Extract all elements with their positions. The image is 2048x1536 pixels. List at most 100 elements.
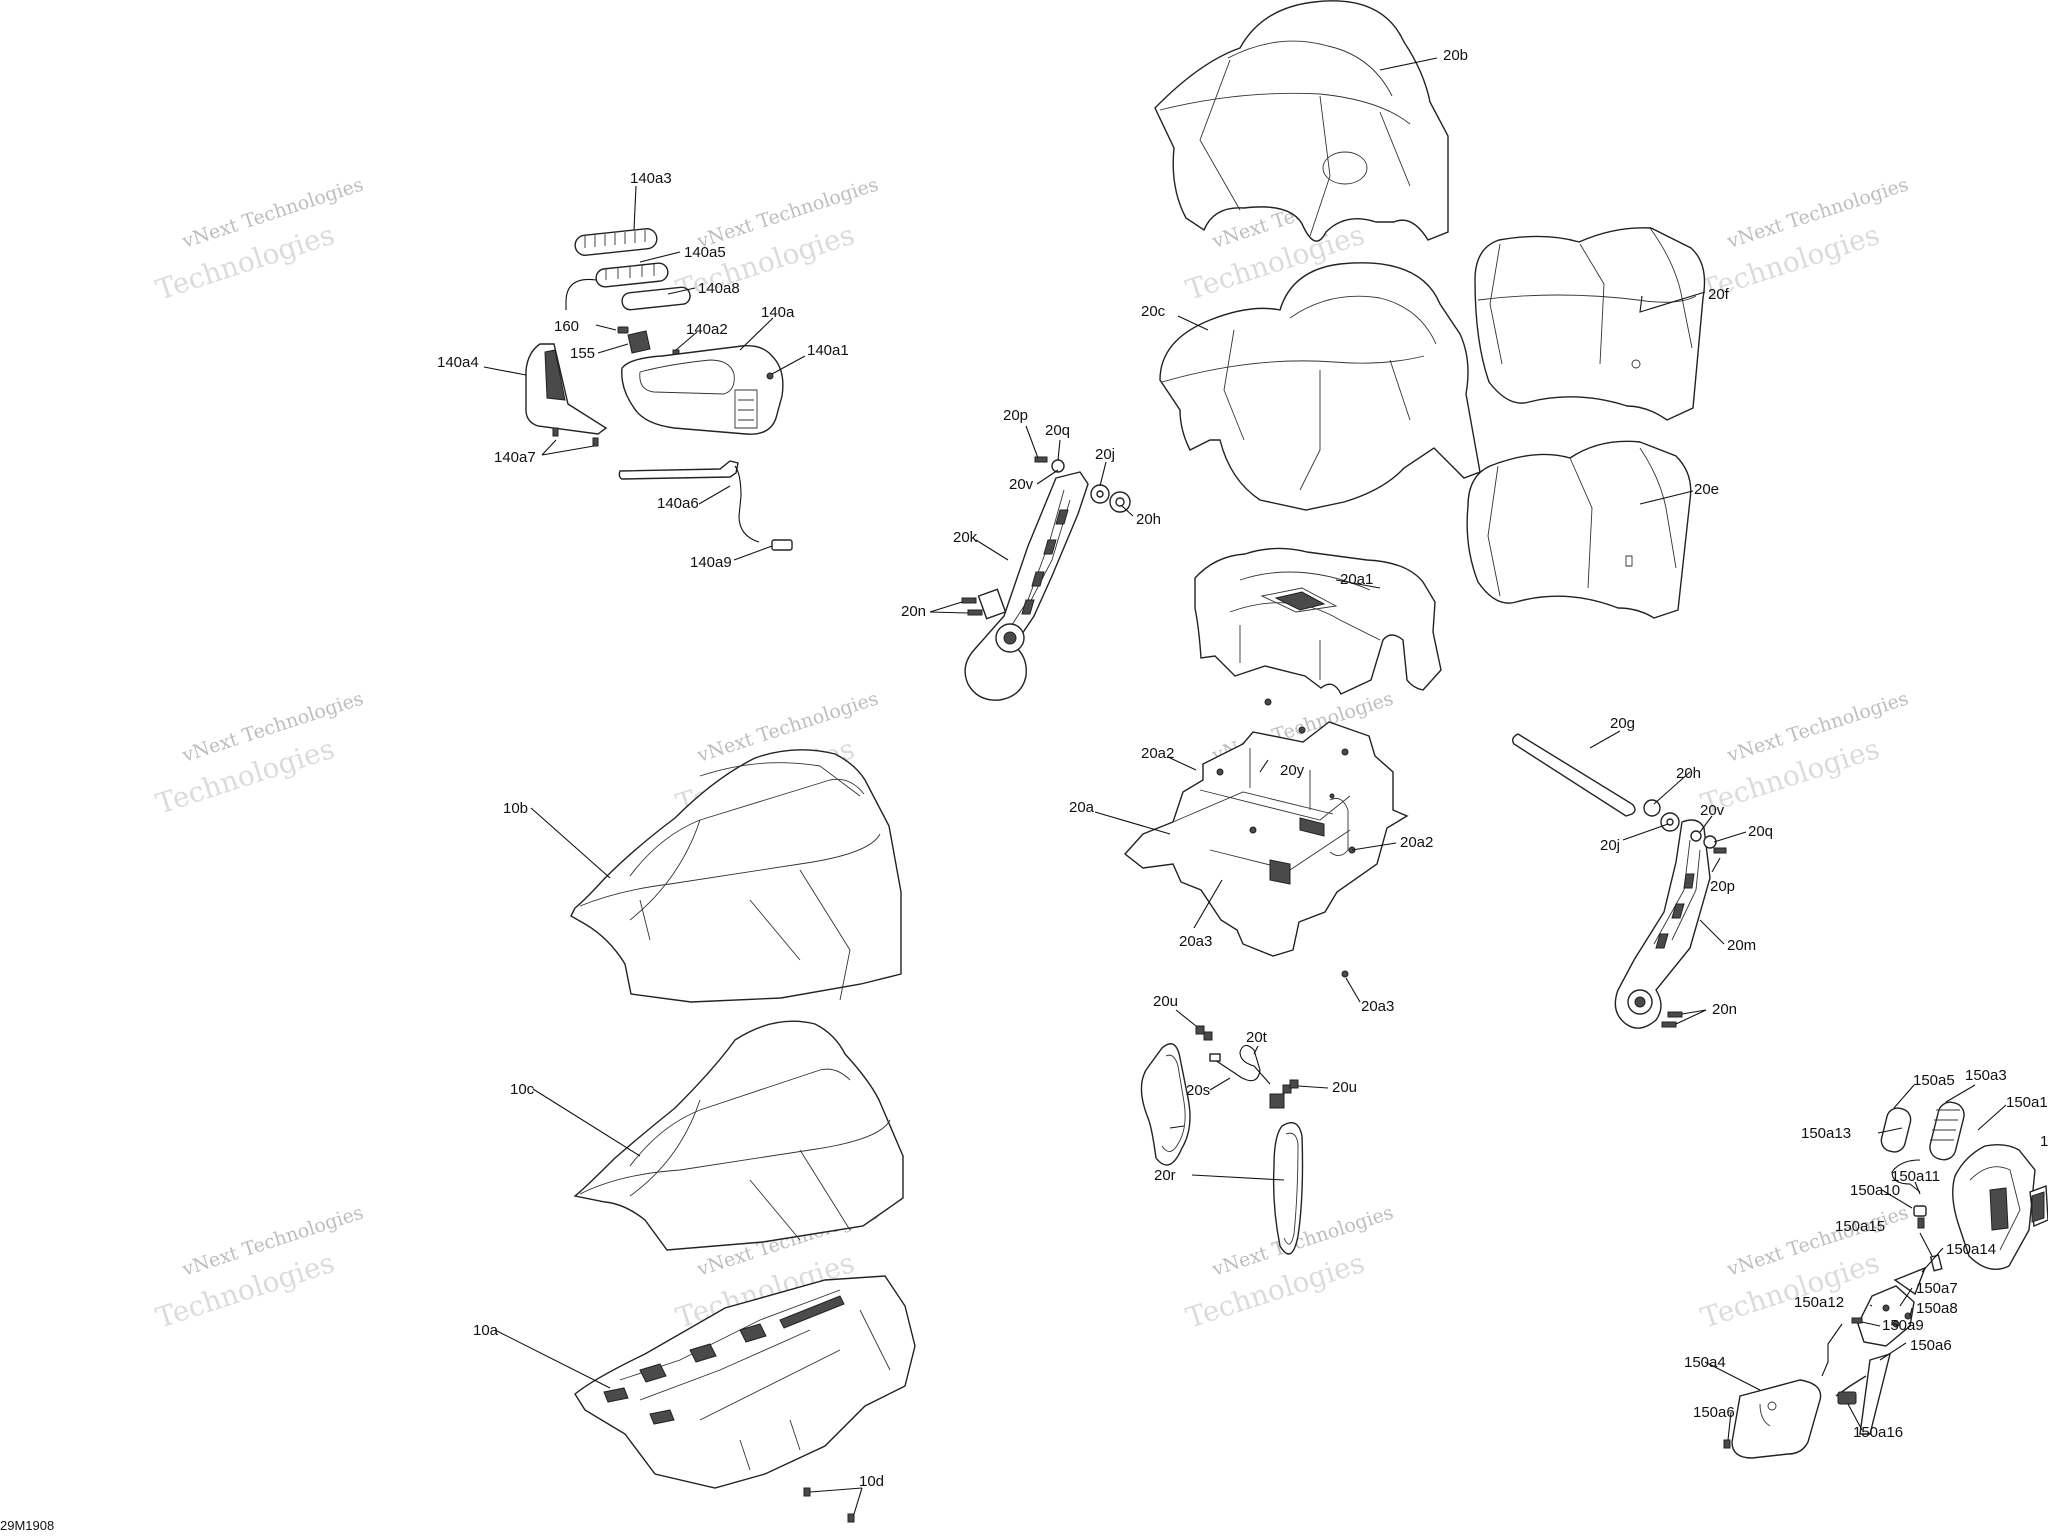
label-150a14: 150a14 bbox=[1946, 1241, 1996, 1258]
label-20r: 20r bbox=[1154, 1167, 1176, 1184]
backrest-pad-20f bbox=[1474, 227, 1706, 421]
backrest-frame-20a bbox=[1123, 721, 1409, 957]
label-140a5: 140a5 bbox=[684, 244, 726, 261]
label-150a7: 150a7 bbox=[1916, 1280, 1958, 1297]
washers-20h-20j bbox=[1643, 799, 1680, 832]
label-10c: 10c bbox=[510, 1081, 535, 1098]
label-1: 1 bbox=[2040, 1133, 2048, 1150]
clip-150a14 bbox=[1893, 1266, 1927, 1296]
hand-guard-150a1 bbox=[1952, 1143, 2036, 1270]
connector-150a16 bbox=[1837, 1391, 1857, 1405]
screws-140a7 bbox=[552, 427, 599, 447]
label-150a4: 150a4 bbox=[1684, 1354, 1726, 1371]
label-150a13: 150a13 bbox=[1801, 1125, 1851, 1142]
label-20h: 20h bbox=[1136, 511, 1161, 528]
label-20h-b: 20h bbox=[1676, 765, 1701, 782]
label-20e: 20e bbox=[1694, 481, 1719, 498]
seal-20r bbox=[1140, 1043, 1191, 1166]
group-20-parts bbox=[961, 0, 1727, 1255]
label-20j-b: 20j bbox=[1600, 837, 1620, 854]
reflector-140a4 bbox=[525, 343, 608, 435]
reflector-150a4 bbox=[1731, 1379, 1822, 1459]
seat-10c bbox=[573, 1020, 904, 1251]
label-20v: 20v bbox=[1009, 476, 1034, 493]
group-150-parts bbox=[1723, 1101, 2048, 1459]
label-20t: 20t bbox=[1246, 1029, 1268, 1046]
label-140a6: 140a6 bbox=[657, 495, 699, 512]
bolts-10d bbox=[803, 1487, 855, 1523]
label-20a1: 20a1 bbox=[1340, 571, 1373, 588]
label-150a3: 150a3 bbox=[1965, 1067, 2007, 1084]
label-20n: 20n bbox=[901, 603, 926, 620]
drawing-code: 29M1908 bbox=[0, 1518, 55, 1533]
connector-140a9 bbox=[771, 539, 793, 551]
label-20v-b: 20v bbox=[1700, 802, 1725, 819]
group-10-parts bbox=[570, 749, 916, 1523]
label-20a3: 20a3 bbox=[1179, 933, 1212, 950]
label-20s: 20s bbox=[1186, 1082, 1210, 1099]
label-20g: 20g bbox=[1610, 715, 1635, 732]
label-150a12: 150a12 bbox=[1794, 1294, 1844, 1311]
label-140a2: 140a2 bbox=[686, 321, 728, 338]
screw-140a1 bbox=[766, 372, 774, 380]
label-140a1: 140a1 bbox=[807, 342, 849, 359]
label-10d: 10d bbox=[859, 1473, 884, 1490]
part-labels: 140a3 140a5 140a8 160 155 140a2 140a 140… bbox=[437, 47, 2048, 1490]
screw-150a6 bbox=[1723, 1439, 1731, 1449]
label-140a9: 140a9 bbox=[690, 554, 732, 571]
label-20m: 20m bbox=[1727, 937, 1756, 954]
backrest-cover-20b bbox=[1154, 0, 1449, 242]
label-150a15: 150a15 bbox=[1835, 1218, 1885, 1235]
backrest-cushion-20c bbox=[1159, 262, 1481, 511]
wire-150a11 bbox=[1891, 1159, 1921, 1193]
label-150a9: 150a9 bbox=[1882, 1317, 1924, 1334]
label-20c: 20c bbox=[1141, 303, 1166, 320]
label-20b: 20b bbox=[1443, 47, 1468, 64]
screw-160 bbox=[617, 326, 629, 334]
label-10a: 10a bbox=[473, 1322, 499, 1339]
label-20p-b: 20p bbox=[1710, 878, 1735, 895]
grip-150a3 bbox=[1929, 1101, 1965, 1161]
leader-lines bbox=[483, 57, 2007, 1515]
label-10b: 10b bbox=[503, 800, 528, 817]
label-20p: 20p bbox=[1003, 407, 1028, 424]
backrest-arm-20m bbox=[1614, 819, 1711, 1029]
label-140a: 140a bbox=[761, 304, 795, 321]
label-20j: 20j bbox=[1095, 446, 1115, 463]
label-20y: 20y bbox=[1280, 762, 1305, 779]
switch-155 bbox=[627, 330, 651, 354]
label-20a3-b: 20a3 bbox=[1361, 998, 1394, 1015]
label-20a2-b: 20a2 bbox=[1400, 834, 1433, 851]
label-20k: 20k bbox=[953, 529, 978, 546]
bracket-150a7 bbox=[1857, 1285, 1915, 1347]
label-150a6: 150a6 bbox=[1910, 1337, 1952, 1354]
seat-base-10a bbox=[574, 1275, 916, 1489]
hand-guard-140a bbox=[621, 345, 784, 435]
label-160: 160 bbox=[554, 318, 579, 335]
label-20q: 20q bbox=[1045, 422, 1070, 439]
label-20f: 20f bbox=[1708, 286, 1730, 303]
grip-150a5 bbox=[1880, 1107, 1912, 1153]
label-150a16: 150a16 bbox=[1853, 1424, 1903, 1441]
backrest-pad-20e bbox=[1466, 440, 1692, 619]
label-20u-b: 20u bbox=[1332, 1079, 1357, 1096]
label-150a10: 150a10 bbox=[1850, 1182, 1900, 1199]
label-20n-b: 20n bbox=[1712, 1001, 1737, 1018]
label-140a8: 140a8 bbox=[698, 280, 740, 297]
label-20a2: 20a2 bbox=[1141, 745, 1174, 762]
clips-20u bbox=[1195, 1025, 1299, 1094]
group-140-parts bbox=[525, 228, 793, 551]
connector-150a10 bbox=[1913, 1205, 1927, 1229]
switch-150a12 bbox=[2029, 1185, 2048, 1228]
label-150a11: 150a11 bbox=[1891, 1168, 1940, 1185]
washers-20q-20j-20v-20h bbox=[1034, 456, 1131, 513]
tube-20g bbox=[1511, 733, 1636, 817]
label-140a3: 140a3 bbox=[630, 170, 672, 187]
heated-grip-140a5 bbox=[565, 262, 669, 310]
label-150a5: 150a5 bbox=[1913, 1072, 1955, 1089]
label-20a: 20a bbox=[1069, 799, 1095, 816]
label-140a7: 140a7 bbox=[494, 449, 536, 466]
label-150a6-b: 150a6 bbox=[1693, 1404, 1735, 1421]
seal-20r-2 bbox=[1272, 1122, 1304, 1255]
